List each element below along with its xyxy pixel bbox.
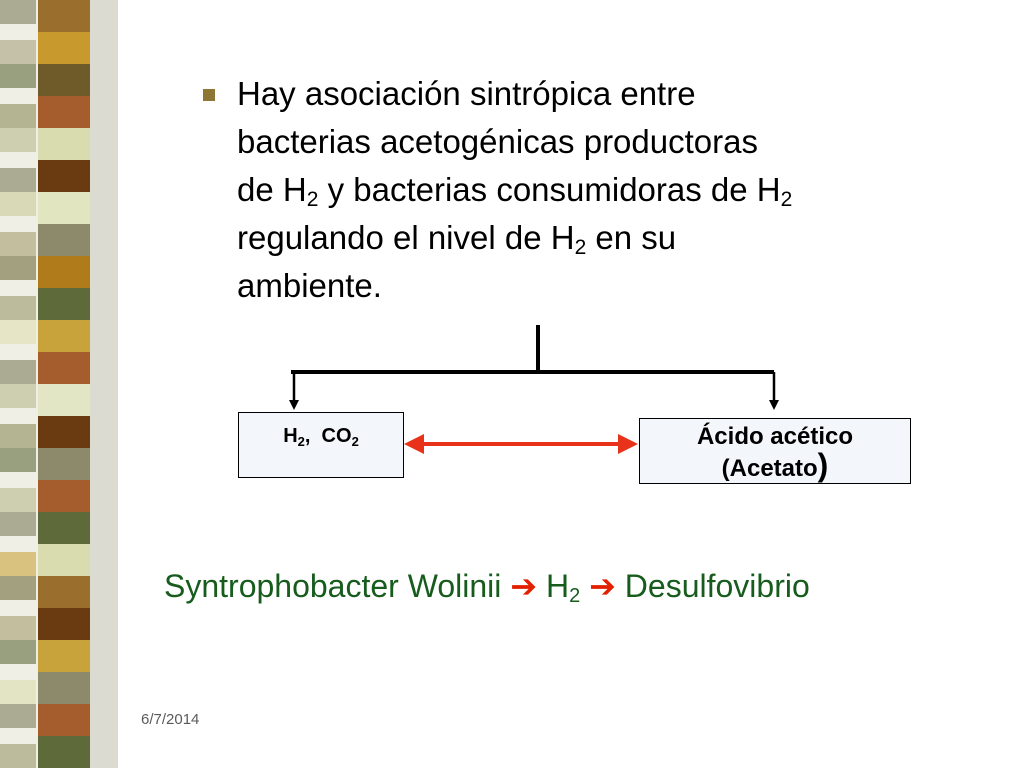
stripe-block (0, 424, 36, 448)
stripe-block (0, 256, 36, 280)
stripe-block (38, 736, 90, 768)
stripe-block (38, 288, 90, 320)
subscript: 2 (574, 236, 587, 259)
box-acido-acetico: Ácido acético (Acetato) (639, 418, 911, 484)
stripe-block (0, 360, 36, 384)
stripe-block (0, 512, 36, 536)
stripe-block (0, 128, 36, 152)
text-fragment: de H (237, 171, 307, 208)
box-line-1: Ácido acético (696, 423, 854, 450)
stripe-block (0, 680, 36, 704)
arrow-right-icon: ➔ (589, 568, 616, 604)
stripe-block (38, 576, 90, 608)
text-fragment: en su (586, 219, 677, 256)
box-h2-co2: H2, CO2 (238, 412, 404, 478)
right-arrowhead (769, 400, 779, 410)
bullet-line-3: de H2 y bacterias consumidoras de H2 (237, 166, 937, 214)
stripe-block (0, 296, 36, 320)
stripe-block (38, 352, 90, 384)
bullet-paragraph: Hay asociación sintrópica entre bacteria… (237, 70, 937, 310)
slide-date: 6/7/2014 (141, 711, 200, 728)
stripe-block (0, 448, 36, 472)
text-fragment: y bacterias consumidoras de H (318, 171, 781, 208)
stripe-block (0, 320, 36, 344)
text-fragment: ) (817, 447, 829, 483)
stripe-block (38, 32, 90, 64)
bullet-line-4: regulando el nivel de H2 en su (237, 214, 937, 262)
stripe-block (38, 64, 90, 96)
stripe-block (38, 416, 90, 448)
stripe-block (38, 608, 90, 640)
stripe-block (38, 96, 90, 128)
subscript: 2 (780, 188, 793, 211)
arrow-right-icon: ➔ (510, 568, 538, 604)
stripe-block (0, 384, 36, 408)
stripe-block (38, 672, 90, 704)
stripe-block (38, 224, 90, 256)
hydrogen-label: H2 (545, 568, 581, 607)
stripe-block (0, 488, 36, 512)
stripe-block (0, 640, 36, 664)
bullet-marker (203, 89, 215, 101)
bullet-line-5: ambiente. (237, 267, 382, 304)
syntrophy-chain: Syntrophobacter Wolinii ➔ H2 ➔ Desulfovi… (164, 562, 1004, 610)
double-arrow-left-head (404, 434, 424, 454)
subscript: 2 (351, 434, 359, 449)
stripe-block (38, 448, 90, 480)
stripe-block (38, 704, 90, 736)
double-arrow-right-head (618, 434, 638, 454)
stripe-block (0, 552, 36, 576)
box-line-2: (Acetato) (640, 449, 910, 483)
stripe-block (0, 616, 36, 640)
text-fragment: (Acetato (721, 455, 818, 482)
stripe-block (38, 256, 90, 288)
stripe-block (0, 40, 36, 64)
organism-desulfovibrio: Desulfovibrio (624, 568, 810, 604)
stripe-block (38, 640, 90, 672)
stripe-shadow (90, 0, 118, 768)
stripe-block (38, 128, 90, 160)
stripe-block (38, 320, 90, 352)
text-fragment: , CO (304, 425, 352, 447)
text-fragment: H (283, 425, 298, 447)
stripe-block (0, 744, 36, 768)
stripe-block (0, 232, 36, 256)
stripe-block (38, 480, 90, 512)
organism-syntrophobacter: Syntrophobacter Wolinii (164, 568, 502, 604)
stripe-block (38, 0, 90, 32)
subscript: 2 (306, 188, 319, 211)
left-arrowhead (289, 400, 299, 410)
subscript: 2 (569, 585, 581, 607)
text-fragment: H (545, 568, 570, 604)
stripe-block (0, 192, 36, 216)
stripe-block (0, 64, 36, 88)
stripe-block (0, 576, 36, 600)
stripe-block (38, 544, 90, 576)
stripe-block (38, 512, 90, 544)
stripe-block (0, 104, 36, 128)
text-fragment: regulando el nivel de H (237, 219, 575, 256)
stripe-block (38, 384, 90, 416)
bullet-line-1: Hay asociación sintrópica entre (237, 75, 696, 112)
stripe-block (0, 0, 36, 24)
stripe-block (38, 160, 90, 192)
decorative-stripe-band (0, 0, 118, 768)
stripe-block (38, 192, 90, 224)
subscript: 2 (297, 434, 305, 449)
stripe-block (0, 168, 36, 192)
bullet-line-2: bacterias acetogénicas productoras (237, 123, 758, 160)
stripe-band-graphic (0, 0, 118, 768)
stripe-block (0, 704, 36, 728)
